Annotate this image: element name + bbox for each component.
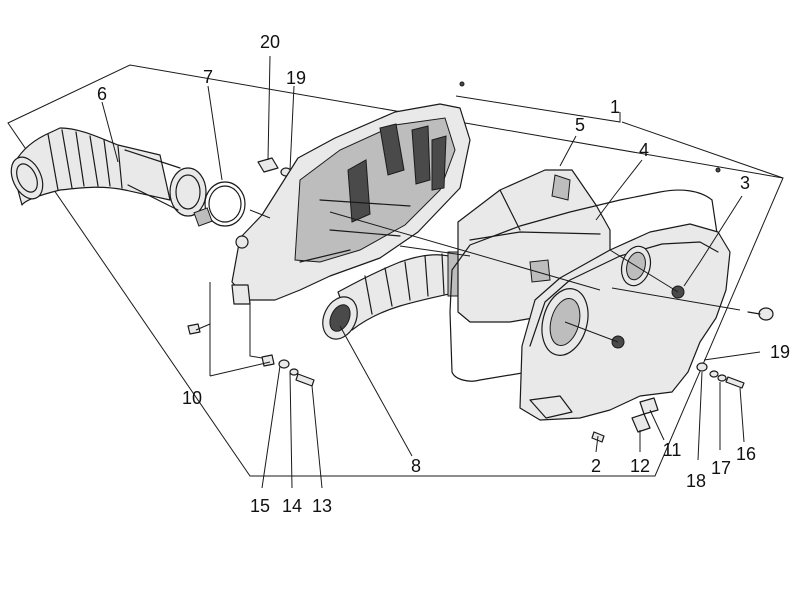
callout-3: 3 bbox=[740, 173, 750, 193]
assembly-frame bbox=[7, 64, 784, 477]
callout-7: 7 bbox=[203, 67, 213, 87]
callout-19-right: 19 bbox=[770, 342, 790, 362]
hose-clamp-part bbox=[193, 181, 246, 227]
housing-left-half bbox=[231, 81, 471, 305]
callout-17: 17 bbox=[711, 458, 731, 478]
callout-10: 10 bbox=[182, 388, 202, 408]
callout-4: 4 bbox=[639, 140, 649, 160]
callout-19-top: 19 bbox=[286, 68, 306, 88]
callout-5: 5 bbox=[575, 115, 585, 135]
callout-14: 14 bbox=[282, 496, 302, 516]
gasket-seal-part bbox=[449, 189, 719, 382]
intake-hose-part bbox=[10, 127, 207, 217]
drain-clip-part bbox=[639, 397, 659, 415]
callout-12: 12 bbox=[630, 456, 650, 476]
callout-2: 2 bbox=[591, 456, 601, 476]
callout-11: 11 bbox=[663, 440, 682, 460]
callout-20: 20 bbox=[260, 32, 280, 52]
drain-cap-part bbox=[631, 413, 651, 433]
callout-6: 6 bbox=[97, 84, 107, 104]
clip-nut-part bbox=[257, 157, 279, 173]
callout-1: 1 bbox=[610, 97, 620, 117]
right-fasteners bbox=[696, 307, 774, 389]
callout-8: 8 bbox=[411, 456, 421, 476]
callout-15: 15 bbox=[250, 496, 270, 516]
callout-16: 16 bbox=[736, 444, 756, 464]
alignment-lines bbox=[249, 209, 741, 343]
callout-13: 13 bbox=[312, 496, 332, 516]
callout-18: 18 bbox=[686, 471, 706, 491]
leader-lines bbox=[101, 55, 784, 489]
